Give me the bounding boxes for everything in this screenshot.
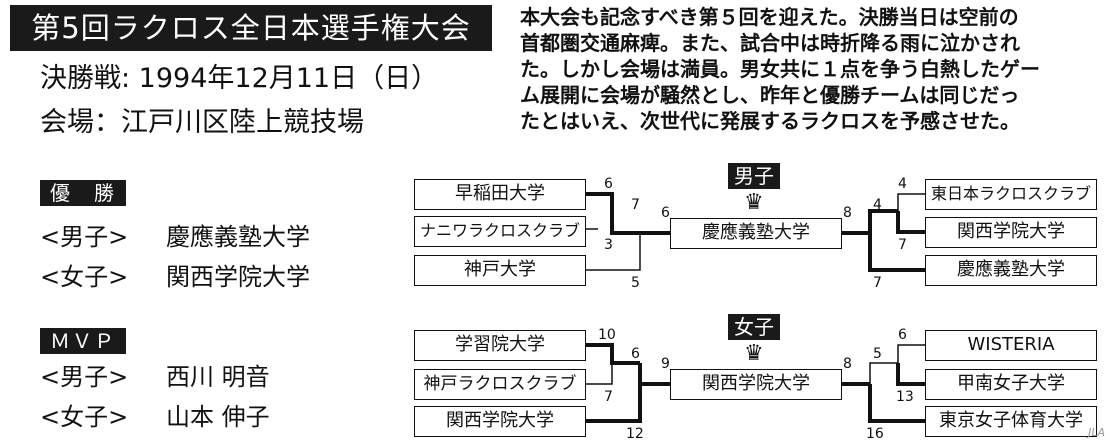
bracket-line	[869, 362, 898, 384]
men-left-team: 神戸大学	[414, 255, 586, 286]
intro-line: ム展開に会場が騒然とし、昨年と優勝チームは同じだっ	[520, 83, 1020, 107]
women-right-team: 甲南女子大学	[925, 369, 1097, 400]
crown-icon: ♛	[744, 190, 764, 215]
watermark: JLA	[1088, 426, 1105, 439]
women-left-team: 学習院大学	[414, 330, 586, 361]
champion-women-value: 関西学院大学	[166, 263, 310, 291]
score-label: 6	[661, 205, 670, 221]
women-bracket-label: 女子	[728, 314, 780, 340]
score-label: 6	[631, 346, 640, 362]
bracket-line	[585, 192, 640, 235]
mvp-women-value: 山本 伸子	[166, 403, 270, 431]
page-title: 第5回ラクロス全日本選手権大会	[10, 5, 492, 51]
bracket-line	[638, 363, 670, 386]
bracket-line	[896, 363, 925, 386]
bracket-line	[868, 233, 925, 272]
intro-line: 首都圏交通麻痺。また、試合中は時折降る雨に泣かされ	[520, 31, 1020, 55]
score-label: 6	[604, 176, 613, 192]
score-label: 7	[604, 389, 613, 405]
score-label: 9	[661, 356, 670, 372]
score-label: 5	[631, 275, 640, 291]
men-right-team: 東日本ラクロスクラブ	[925, 179, 1097, 210]
men-winner: 慶應義塾大学	[670, 218, 842, 249]
men-label: <男子>	[40, 223, 129, 251]
men-label: <男子>	[40, 363, 129, 391]
intro-line: 本大会も記念すべき第５回を迎えた。決勝当日は空前の	[520, 5, 1019, 29]
bracket-line	[585, 233, 641, 271]
score-label: 12	[626, 426, 644, 442]
mvp-men-value: 西川 明音	[166, 363, 270, 391]
final-date: 決勝戦: 1994年12月11日（日）	[40, 63, 439, 94]
bracket-line	[585, 343, 640, 365]
score-label: 5	[873, 346, 882, 362]
venue: 会場：江戸川区陸上競技場	[40, 107, 364, 138]
score-label: 4	[898, 176, 907, 192]
bracket-line	[585, 384, 642, 423]
bracket-line	[868, 209, 898, 233]
score-label: 13	[896, 389, 914, 405]
men-bracket-label: 男子	[728, 163, 780, 189]
women-right-team: 東京女子体育大学	[925, 406, 1097, 437]
women-label: <女子>	[40, 263, 129, 291]
score-label: 4	[873, 197, 882, 213]
men-right-team: 関西学院大学	[925, 217, 1097, 248]
bracket-line	[868, 384, 925, 423]
men-right-team: 慶應義塾大学	[925, 255, 1097, 286]
champion-women: <女子> 関西学院大学	[40, 262, 310, 292]
intro-line: た。しかし会場は満員。男女共に１点を争う白熱したゲー	[520, 57, 1040, 81]
men-left-team: ナニワラクロスクラブ	[414, 216, 586, 247]
score-label: 8	[843, 205, 852, 221]
intro-line: たとはいえ、次世代に発展するラクロスを予感させた。	[520, 109, 1020, 133]
men-left-team: 早稲田大学	[414, 179, 586, 210]
women-right-team: WISTERIA	[925, 330, 1097, 361]
score-label: 8	[843, 356, 852, 372]
score-label: 7	[631, 197, 640, 213]
champion-men: <男子> 慶應義塾大学	[40, 222, 310, 252]
score-label: 3	[604, 237, 613, 253]
bracket-line	[585, 363, 613, 385]
intro-paragraph: 本大会も記念すべき第５回を迎えた。決勝当日は空前の 首都圏交通麻痺。また、試合中…	[520, 4, 1100, 134]
women-winner: 関西学院大学	[670, 369, 842, 400]
mvp-men: <男子> 西川 明音	[40, 362, 270, 392]
score-label: 10	[598, 327, 616, 343]
bracket-line	[896, 211, 925, 234]
mvp-women: <女子> 山本 伸子	[40, 402, 270, 432]
score-label: 7	[898, 237, 907, 253]
women-left-team: 神戸ラクロスクラブ	[414, 369, 586, 400]
champion-heading: 優 勝	[40, 180, 126, 206]
mvp-heading: ＭＶＰ	[40, 328, 126, 354]
score-label: 6	[898, 327, 907, 343]
women-label: <女子>	[40, 403, 129, 431]
score-label: 16	[866, 426, 884, 442]
champion-men-value: 慶應義塾大学	[166, 223, 310, 251]
bracket-line	[897, 193, 925, 211]
women-left-team: 関西学院大学	[414, 406, 586, 437]
crown-icon: ♛	[744, 341, 764, 366]
score-label: 7	[873, 275, 882, 291]
bracket-line	[897, 344, 925, 363]
